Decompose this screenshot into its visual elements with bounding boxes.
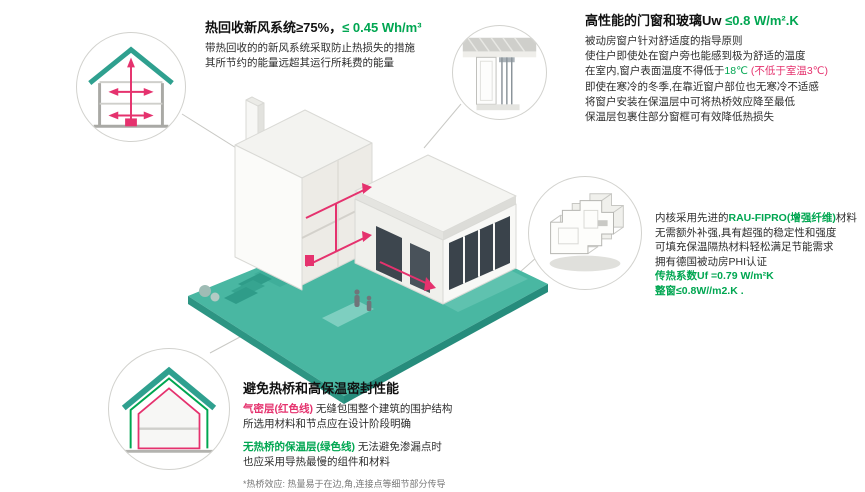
ventilation-title-value: ≤ 0.45 Wh/m³ (342, 20, 422, 35)
ventilation-title: 热回收新风系统≥75%，≤ 0.45 Wh/m³ (205, 20, 473, 36)
callout-thermal-section (108, 348, 230, 470)
ventilation-desc-1: 带热回收的的新风系统采取防止热损失的措施 (205, 42, 415, 54)
window-title-value: ≤0.8 W/m².K (725, 13, 799, 28)
window-desc-6: 保温层包裹住部分窗框可有效降低热损失 (585, 111, 774, 124)
window-desc-3-temp: 18℃ (724, 65, 748, 78)
insulation-layer-label: 无热桥的保温层(绿色线) (243, 441, 355, 453)
profile-desc-1a: 内核采用先进的 (655, 212, 729, 224)
insulation-layer-desc-2: 也应采用导热最慢的组件和材料 (243, 456, 390, 468)
ventilation-title-main: 热回收新风系统≥75%， (205, 20, 343, 35)
window-title: 高性能的门窗和玻璃Uw ≤0.8 W/m².K (585, 13, 861, 29)
profile-desc-1: 内核采用先进的RAU-FIPRO(增强纤维)材料 (655, 211, 863, 226)
window-desc-3: 在室内,窗户表面温度不得低于18℃ (不低于室温3℃) (585, 64, 861, 79)
window-glazing-section-illustration (462, 37, 537, 111)
airflow-arrowheads (108, 57, 154, 127)
insulation-green-line (129, 377, 209, 449)
callout-ventilation-section (76, 32, 186, 142)
front-window (410, 243, 430, 293)
front-door (376, 226, 402, 282)
airtight-red-line (137, 387, 201, 450)
airtight-layer-desc-2: 所选用材料和节点应在设计阶段明确 (243, 418, 411, 430)
thermal-text-block: 避免热桥和高保温密封性能 气密层(红色线) 无缝包围整个建筑的围护结构 所选用材… (243, 381, 563, 490)
profile-desc-2: 无需额外补强,具有超强的稳定性和强度 (655, 226, 837, 239)
window-title-main: 高性能的门窗和玻璃Uw (585, 13, 726, 28)
thermal-title: 避免热桥和高保温密封性能 (243, 381, 400, 396)
airtight-layer-desc: 无缝包围整个建筑的围护结构 (313, 403, 453, 415)
airtight-layer-paragraph: 气密层(红色线) 无缝包围整个建筑的围护结构 所选用材料和节点应在设计阶段明确 (243, 402, 563, 432)
callout-window-section (452, 25, 547, 120)
ventilation-text-block: 热回收新风系统≥75%，≤ 0.45 Wh/m³ 带热回收的的新风系统采取防止热… (205, 20, 473, 71)
insulation-layer-paragraph: 无热桥的保温层(绿色线) 无法避免渗漏点时 也应采用导热最慢的组件和材料 (243, 440, 563, 470)
thermal-bridge-footnote: *热桥效应: 热量易于在边,角,连接点等细节部分传导 (243, 479, 446, 489)
profile-material-name: RAU-FIPRO(增强纤维) (728, 212, 836, 224)
window-desc-2: 使住户即使处在窗户旁也能感到极为舒适的温度 (585, 50, 806, 63)
profile-uf-value: 传热系数Uf =0.79 W/m²K (655, 270, 774, 282)
duct-lines (305, 189, 429, 285)
window-frame-profile-illustration (549, 193, 624, 272)
profile-text-block: 内核采用先进的RAU-FIPRO(增强纤维)材料 无需额外补强,具有超强的稳定性… (655, 211, 863, 298)
insulation-layer-desc: 无法避免渗漏点时 (355, 441, 442, 453)
duct-arrows (305, 183, 436, 291)
window-desc-3-main: 在室内,窗户表面温度不得低于 (585, 65, 725, 78)
callout-frame-profile (528, 176, 642, 290)
window-desc-5: 将窗户安装在保温层中可将热桥效应降至最低 (585, 95, 795, 108)
thermal-envelope-illustration (120, 366, 218, 453)
window-desc-4: 即使在寒冷的冬季,在靠近窗户部位也无寒冷不适感 (585, 80, 819, 93)
window-desc-1: 被动房窗户针对舒适度的指导原则 (585, 35, 743, 47)
profile-desc-1b: 材料 (835, 212, 857, 224)
ventilation-desc-2: 其所节约的能量远超其运行所耗费的能量 (205, 57, 394, 69)
people-figures (354, 289, 372, 312)
profile-desc-4: 拥有德国被动房PHI认证 (655, 255, 768, 268)
house (234, 96, 517, 312)
airtight-layer-label: 气密层(红色线) (243, 403, 313, 415)
profile-uw-value: 整窗≤0.8W//m2.K . (655, 284, 744, 297)
ventilation-section-illustration (88, 46, 174, 128)
rear-block-wall (234, 144, 303, 291)
airflow-lines (116, 65, 146, 124)
profile-desc-3: 可填充保温隔热材料轻松满足节能需求 (655, 241, 834, 253)
window-text-block: 高性能的门窗和玻璃Uw ≤0.8 W/m².K 被动房窗户针对舒适度的指导原则 … (585, 13, 861, 125)
window-desc-3-note: (不低于室温3℃) (747, 65, 828, 78)
